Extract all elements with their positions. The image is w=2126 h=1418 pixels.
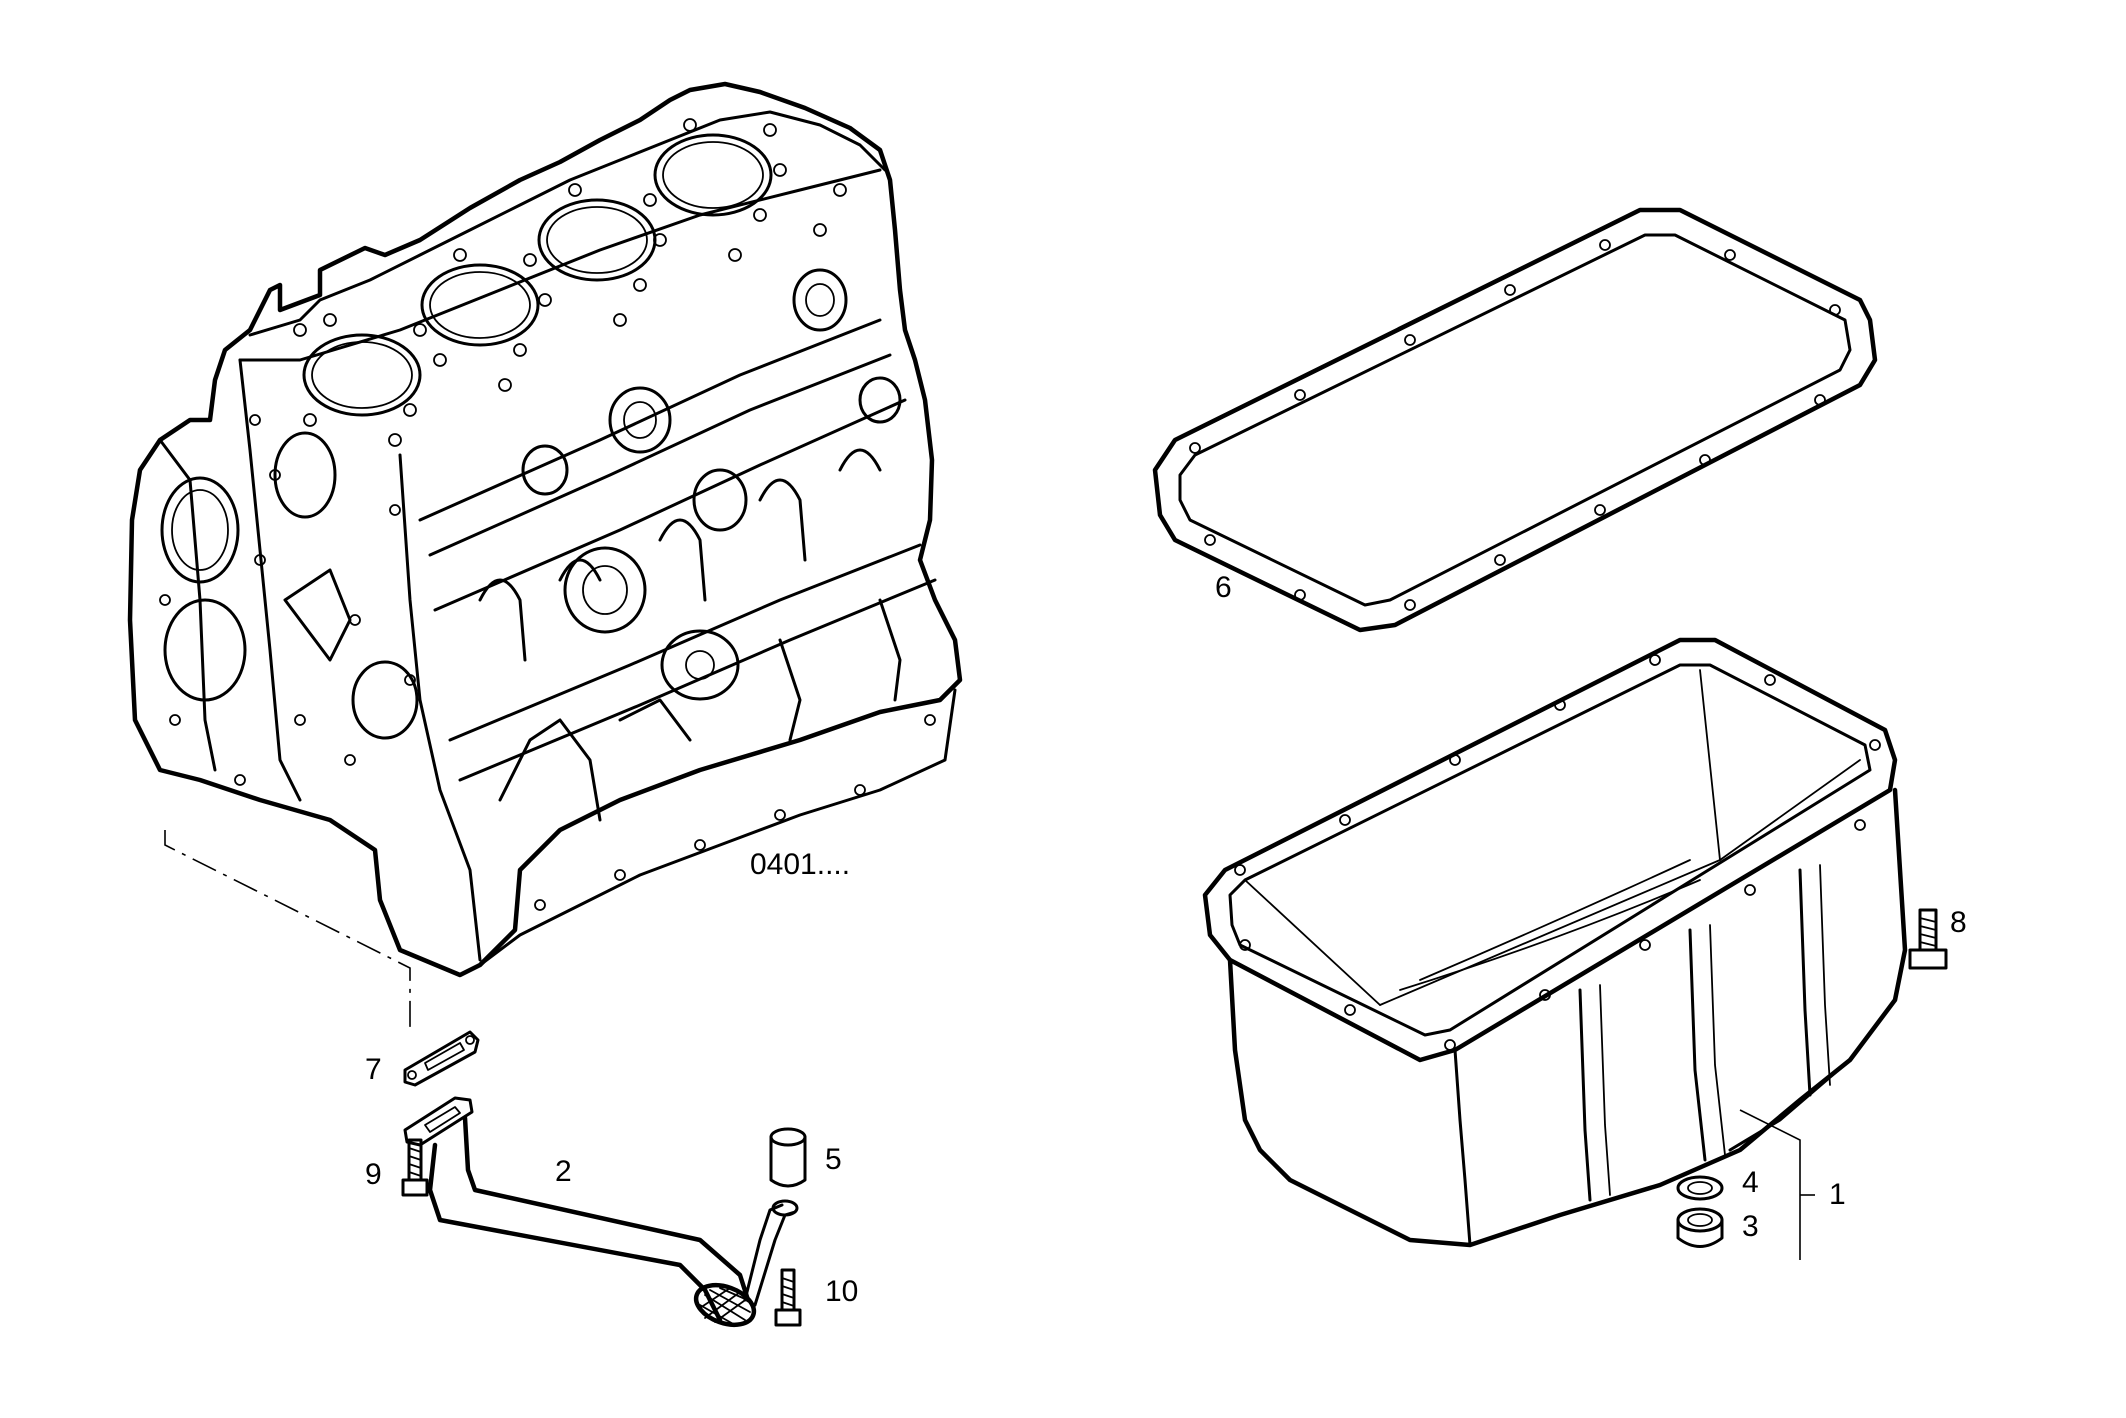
callout-1: 1 xyxy=(1829,1178,1846,1211)
oil-pan xyxy=(1202,637,1908,1248)
engine-block xyxy=(127,81,963,978)
callout-2: 2 xyxy=(555,1155,572,1188)
reference-label: 0401.... xyxy=(750,848,851,881)
pipe-flange-gasket xyxy=(403,1030,480,1087)
callout-7: 7 xyxy=(365,1053,382,1086)
leader-lines xyxy=(1739,1109,1815,1260)
pipe-bolt xyxy=(401,1138,429,1197)
callout-6: 6 xyxy=(1215,571,1232,604)
drain-plug xyxy=(1676,1207,1724,1248)
callout-10: 10 xyxy=(825,1275,859,1308)
pan-bolt xyxy=(1908,908,1948,970)
spacer-bushing xyxy=(769,1127,807,1188)
callout-8: 8 xyxy=(1950,906,1967,939)
callout-5: 5 xyxy=(825,1143,842,1176)
callout-3: 3 xyxy=(1742,1210,1759,1243)
callout-9: 9 xyxy=(365,1158,382,1191)
sealing-washer xyxy=(1676,1175,1724,1201)
oil-pan-gasket xyxy=(1152,207,1878,633)
callout-4: 4 xyxy=(1742,1166,1759,1199)
assembly-centerline xyxy=(164,830,411,1030)
bracket-bolt xyxy=(774,1268,802,1327)
oil-suction-pipe xyxy=(403,1096,799,1328)
